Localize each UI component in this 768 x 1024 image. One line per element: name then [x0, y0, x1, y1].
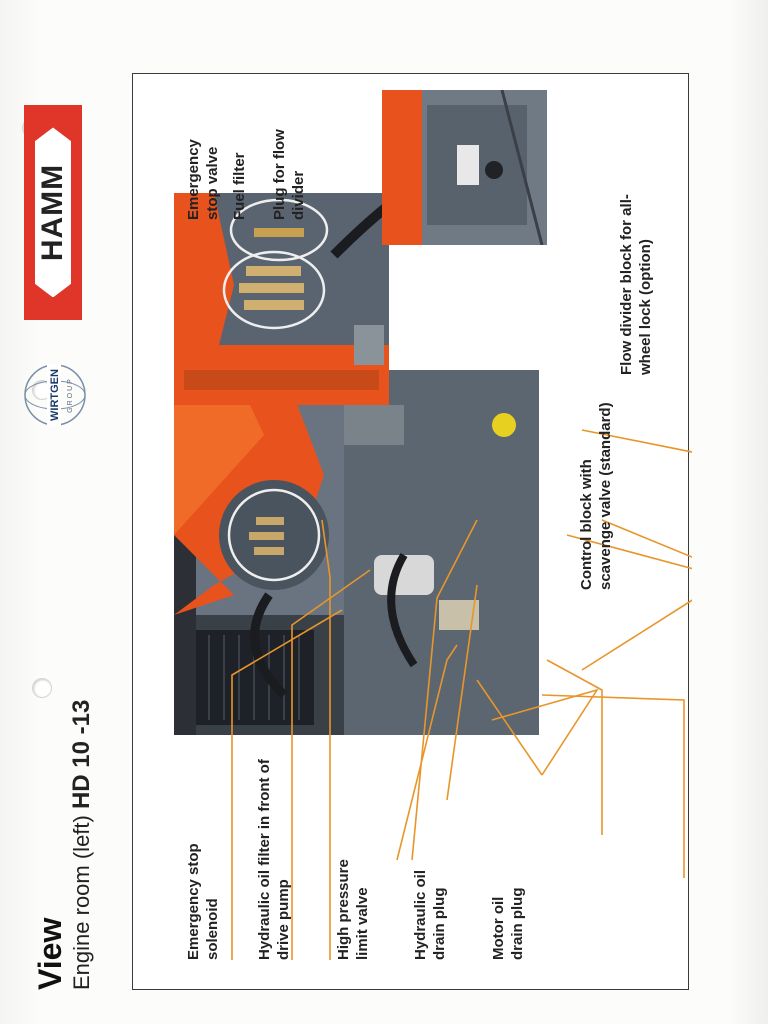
label-emergency-stop-valve: Emergency stop valve — [185, 139, 221, 220]
wirtgen-group-logo: WIRTGEN GROUP — [20, 360, 90, 430]
label-hydraulic-oil-drain-plug: Hydraulic oil drain plug — [412, 869, 448, 960]
engine-room-photo-main — [174, 370, 539, 735]
label-control-block: Control block with scavenge valve (stand… — [578, 402, 614, 590]
control-block-photo — [174, 193, 389, 405]
label-plug-for-flow-divider: Plug for flow divider — [271, 129, 307, 220]
wirtgen-logo-text: WIRTGEN — [49, 369, 61, 421]
label-motor-oil-drain-plug: Motor oil drain plug — [490, 887, 526, 961]
wirtgen-group-text: GROUP — [67, 377, 74, 413]
label-hydraulic-oil-filter: Hydraulic oil filter in front of drive p… — [256, 759, 292, 960]
punch-hole — [32, 678, 52, 698]
rotated-slide: View Engine room (left) HD 10 -13 WIRTGE… — [24, 70, 692, 990]
slide-title: View — [32, 917, 68, 990]
label-emergency-stop-solenoid: Emergency stop solenoid — [185, 843, 221, 960]
label-flow-divider-block: Flow divider block for all-wheel lock (o… — [618, 194, 654, 375]
subtitle-prefix: Engine room (left) — [69, 809, 94, 990]
hamm-logo-text: HAMM — [36, 163, 69, 262]
flow-divider-photo — [382, 90, 547, 245]
label-high-pressure-limit-valve: High pressure limit valve — [335, 859, 371, 960]
label-fuel-filter: Fuel filter — [231, 152, 248, 220]
slide-subtitle: Engine room (left) HD 10 -13 — [68, 700, 96, 990]
subtitle-model: HD 10 -13 — [68, 699, 95, 810]
hamm-logo: HAMM — [24, 105, 82, 320]
